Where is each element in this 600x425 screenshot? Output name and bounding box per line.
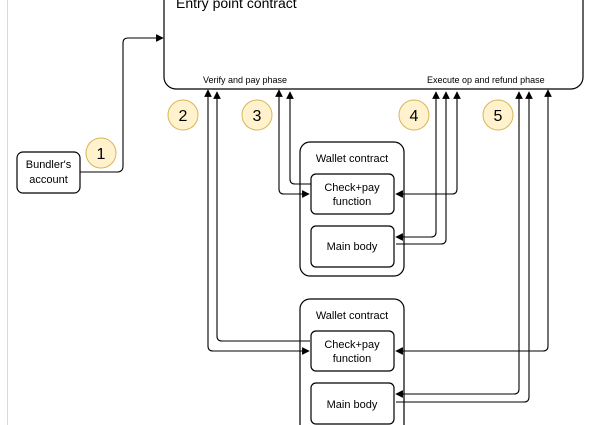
arrow-bundler-to-entry-point — [80, 34, 164, 173]
wallet-b-check-pay-line2: function — [333, 353, 372, 365]
wallet-a-check-pay-line1: Check+pay — [324, 182, 380, 194]
wallet-a-main-body: Main body — [310, 225, 395, 268]
left-guide-line — [7, 0, 8, 425]
wallet-a-check-pay-line2: function — [333, 196, 372, 208]
arrow-step5-to-wallet-b-check — [395, 89, 552, 355]
wallet-a-title: Wallet contract — [316, 153, 388, 165]
wallet-contract-a: Wallet contract Check+pay function Main … — [299, 141, 405, 277]
execute-phase-label: Execute op and refund phase — [427, 75, 545, 85]
arrow-step2-to-wallet-b-check — [204, 89, 310, 355]
verify-phase-label: Verify and pay phase — [203, 75, 287, 85]
connectors — [80, 34, 552, 403]
wallet-a-main-body-label: Main body — [327, 241, 378, 253]
step-5-number: 5 — [494, 108, 503, 125]
line-step5-return-from-wallet-b-main — [396, 91, 533, 403]
wallet-b-title: Wallet contract — [316, 310, 388, 322]
step-4-badge: 4 — [398, 99, 430, 131]
step-2-badge: 2 — [167, 99, 199, 131]
wallet-a-check-pay-function: Check+pay function — [310, 173, 395, 215]
arrow-step3-to-wallet-a-check — [275, 89, 310, 198]
bundlers-account-line2: account — [29, 174, 68, 186]
entry-point-contract: Entry point contract Verify and pay phas… — [163, 0, 584, 90]
step-1-number: 1 — [97, 146, 106, 163]
step-5-badge: 5 — [482, 99, 514, 131]
wallet-contract-b: Wallet contract Check+pay function Main … — [299, 298, 405, 425]
bundlers-account-line1: Bundler's — [26, 159, 72, 171]
wallet-b-check-pay-line1: Check+pay — [324, 339, 380, 351]
step-4-number: 4 — [410, 108, 419, 125]
step-3-badge: 3 — [241, 99, 273, 131]
bundlers-account-box: Bundler's account — [16, 151, 81, 194]
entry-point-title: Entry point contract — [176, 0, 297, 11]
step-3-number: 3 — [253, 108, 262, 125]
step-2-number: 2 — [179, 108, 188, 125]
step-1-badge: 1 — [85, 137, 117, 169]
arrow-step5-to-wallet-b-main — [395, 91, 523, 398]
wallet-b-check-pay-function: Check+pay function — [310, 330, 395, 372]
wallet-b-main-body: Main body — [310, 382, 395, 425]
line-step2-return-from-wallet-b — [213, 91, 310, 342]
wallet-b-main-body-label: Main body — [327, 399, 378, 411]
line-step3-return-from-wallet-a — [286, 91, 311, 185]
